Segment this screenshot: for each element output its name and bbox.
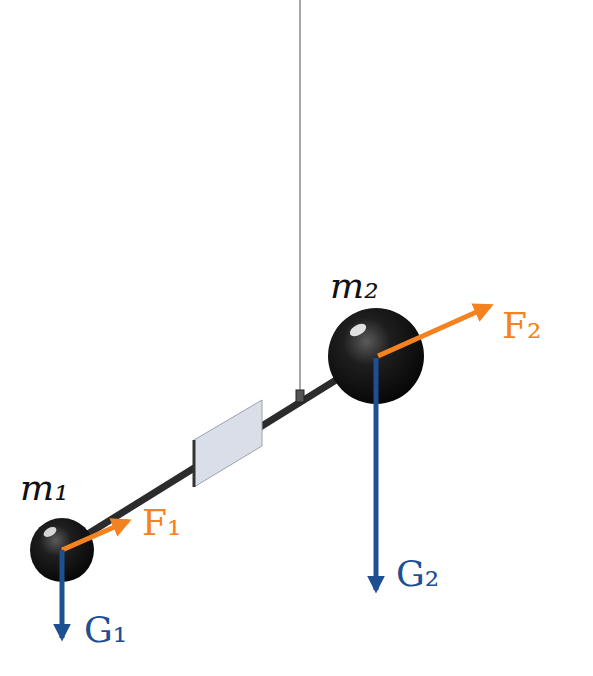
mirror-edge xyxy=(193,440,196,487)
weight-label: G₁ xyxy=(84,612,127,648)
rod xyxy=(62,362,365,550)
weight-arrow xyxy=(60,550,65,638)
mirror xyxy=(194,400,262,487)
highlight xyxy=(42,525,58,539)
force-label: F₁ xyxy=(142,505,181,541)
thread-clamp xyxy=(296,390,304,402)
force-arrow xyxy=(378,306,490,356)
mass-label: m₂ xyxy=(330,268,379,304)
weight-arrow xyxy=(374,358,379,590)
highlight xyxy=(348,321,369,339)
force-label: F₂ xyxy=(502,308,541,344)
weight-label: G₂ xyxy=(396,556,439,592)
mass-label: m₁ xyxy=(20,470,69,506)
suspension-thread xyxy=(299,0,301,396)
force-arrow xyxy=(62,521,128,550)
